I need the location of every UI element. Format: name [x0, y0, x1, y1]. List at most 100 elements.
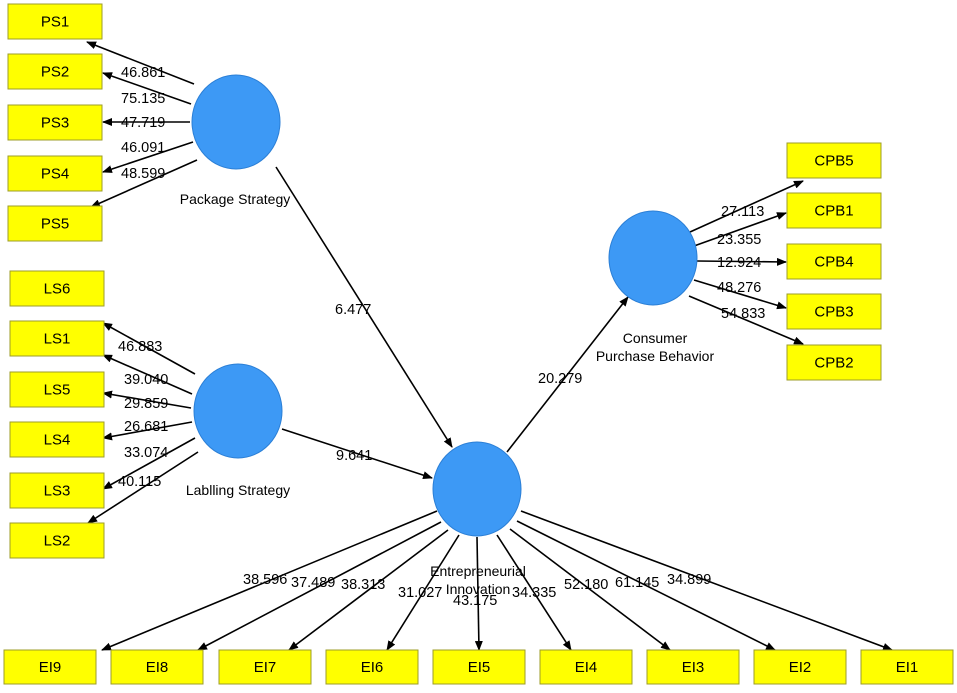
indicator-label: CPB1 — [814, 203, 853, 220]
loading-arrow-cpb5 — [689, 180, 804, 233]
indicator-box — [7, 155, 103, 192]
indicator-cpb2[interactable]: CPB2 — [786, 344, 882, 381]
indicator-ei8[interactable]: EI8 — [110, 649, 204, 685]
indicator-cpb1[interactable]: CPB1 — [786, 192, 882, 229]
loading-value-ei8: 37.489 — [291, 575, 335, 591]
indicator-box — [9, 522, 105, 559]
loading-value-ps4: 46.091 — [121, 140, 165, 156]
indicator-label: PS2 — [41, 64, 69, 81]
edges-layer — [86, 41, 893, 651]
loading-arrow-ls5 — [102, 390, 192, 409]
indicator-ls2[interactable]: LS2 — [9, 522, 105, 559]
indicator-cpb3[interactable]: CPB3 — [786, 293, 882, 330]
loading-arrow-ls1 — [102, 354, 193, 395]
loading-value-ei7: 38.313 — [341, 577, 385, 593]
loading-arrow-cpb3 — [693, 279, 787, 310]
indicator-box — [325, 649, 419, 685]
indicator-ls3[interactable]: LS3 — [9, 472, 105, 509]
loading-value-ls4: 26.681 — [124, 419, 168, 435]
loading-arrow-ei2 — [516, 520, 776, 651]
path-coefficient-ls-ei: 9.641 — [336, 448, 372, 464]
construct-ellipse — [191, 74, 281, 170]
indicator-box — [753, 649, 847, 685]
loading-arrow-ps1 — [86, 41, 195, 85]
indicator-box — [786, 293, 882, 330]
construct-label-ps: Package Strategy — [180, 191, 291, 207]
indicator-ei7[interactable]: EI7 — [218, 649, 312, 685]
construct-cpb[interactable] — [608, 210, 698, 306]
indicator-label: CPB3 — [814, 304, 853, 321]
indicator-box — [786, 142, 882, 179]
loading-arrow-cpb4 — [696, 257, 787, 266]
indicator-label: LS2 — [44, 533, 71, 550]
indicator-box — [432, 649, 526, 685]
indicator-ps4[interactable]: PS4 — [7, 155, 103, 192]
construct-label-ls: Lablling Strategy — [186, 482, 290, 498]
indicator-box — [7, 53, 103, 90]
indicator-ei1[interactable]: EI1 — [860, 649, 954, 685]
loading-arrow-cpb1 — [693, 212, 787, 247]
loading-value-ei4: 34.335 — [512, 585, 556, 601]
path-arrow-ps-ei — [275, 166, 453, 448]
indicator-cpb5[interactable]: CPB5 — [786, 142, 882, 179]
loading-value-ei1: 34.899 — [667, 572, 711, 588]
indicator-label: LS3 — [44, 483, 71, 500]
indicator-box — [9, 371, 105, 408]
indicator-ls5[interactable]: LS5 — [9, 371, 105, 408]
construct-ellipse — [432, 441, 522, 537]
indicator-label: PS4 — [41, 166, 69, 183]
indicator-label: CPB4 — [814, 254, 853, 271]
construct-label-cpb: Consumer — [623, 330, 688, 346]
loading-value-ei9: 38.596 — [243, 572, 287, 588]
indicator-ps1[interactable]: PS1 — [7, 3, 103, 40]
indicator-ei2[interactable]: EI2 — [753, 649, 847, 685]
construct-ellipse — [608, 210, 698, 306]
indicator-box — [786, 192, 882, 229]
indicator-box — [218, 649, 312, 685]
path-coefficient-ps-ei: 6.477 — [335, 302, 371, 318]
indicator-ei4[interactable]: EI4 — [539, 649, 633, 685]
loading-value-ei6: 31.027 — [398, 585, 442, 601]
loading-arrow-ei1 — [520, 510, 893, 651]
indicator-label: LS5 — [44, 382, 71, 399]
construct-label-cpb: Purchase Behavior — [596, 348, 715, 364]
loading-arrow-ls3 — [102, 437, 196, 490]
indicator-label: PS5 — [41, 216, 69, 233]
indicator-label: EI6 — [361, 659, 384, 676]
indicator-box — [9, 320, 105, 357]
construct-ls[interactable] — [193, 363, 283, 459]
indicator-box — [786, 344, 882, 381]
indicator-ei9[interactable]: EI9 — [3, 649, 97, 685]
indicator-ls6[interactable]: LS6 — [9, 270, 105, 307]
indicator-ps3[interactable]: PS3 — [7, 104, 103, 141]
indicator-ei5[interactable]: EI5 — [432, 649, 526, 685]
indicator-ls4[interactable]: LS4 — [9, 421, 105, 458]
construct-ei[interactable] — [432, 441, 522, 537]
indicator-box — [9, 421, 105, 458]
indicator-ps5[interactable]: PS5 — [7, 205, 103, 242]
indicator-label: EI2 — [789, 659, 812, 676]
indicator-label: EI7 — [254, 659, 277, 676]
construct-label-ei: Innovation — [446, 581, 511, 597]
indicator-label: LS1 — [44, 331, 71, 348]
loading-value-ps5: 48.599 — [121, 166, 165, 182]
loading-arrow-ps5 — [90, 159, 198, 208]
indicator-ei6[interactable]: EI6 — [325, 649, 419, 685]
indicator-ps2[interactable]: PS2 — [7, 53, 103, 90]
indicator-cpb4[interactable]: CPB4 — [786, 243, 882, 280]
indicator-label: LS6 — [44, 281, 71, 298]
loading-value-ei2: 61.145 — [615, 575, 659, 591]
loading-value-ps3: 47.719 — [121, 115, 165, 131]
loading-value-ls2: 40.115 — [118, 474, 161, 490]
loading-value-ei3: 52.180 — [564, 577, 608, 593]
loading-value-ei5: 43.175 — [453, 593, 497, 609]
indicator-box — [786, 243, 882, 280]
loading-arrow-ei7 — [288, 529, 449, 651]
indicator-ei3[interactable]: EI3 — [646, 649, 740, 685]
loading-value-ls1: 39.040 — [124, 372, 168, 388]
loading-arrow-ei5 — [474, 536, 483, 651]
construct-ps[interactable] — [191, 74, 281, 170]
indicator-ls1[interactable]: LS1 — [9, 320, 105, 357]
indicator-box — [539, 649, 633, 685]
path-coefficient-ei-cpb: 20.279 — [538, 371, 582, 387]
